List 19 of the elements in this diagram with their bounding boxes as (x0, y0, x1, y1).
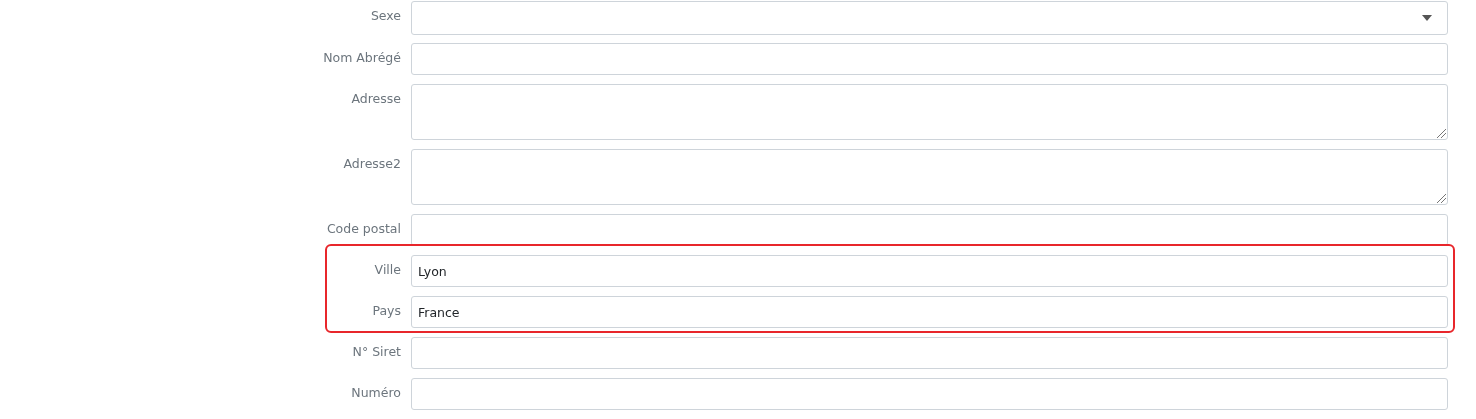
field-label: Sexe (369, 8, 401, 23)
highlight-frame (325, 244, 1455, 333)
field-label: Numéro (350, 385, 401, 400)
field-label: Code postal (325, 221, 401, 236)
text-area (411, 149, 1448, 205)
input-field (411, 43, 1448, 75)
field-label: N° Siret (351, 344, 401, 359)
input-field (411, 214, 1448, 246)
text-area (411, 84, 1448, 140)
field-label: Adresse (350, 91, 401, 106)
input-field (411, 378, 1448, 410)
input-field: Lyon (411, 255, 1448, 287)
field-label: Adresse2 (342, 156, 401, 171)
field-label: Pays (371, 303, 401, 318)
field-label: Nom Abrégé (322, 50, 401, 65)
input-field: France (411, 296, 1448, 328)
select-field (411, 1, 1448, 35)
input-field (411, 337, 1448, 369)
field-label: Ville (373, 262, 401, 277)
